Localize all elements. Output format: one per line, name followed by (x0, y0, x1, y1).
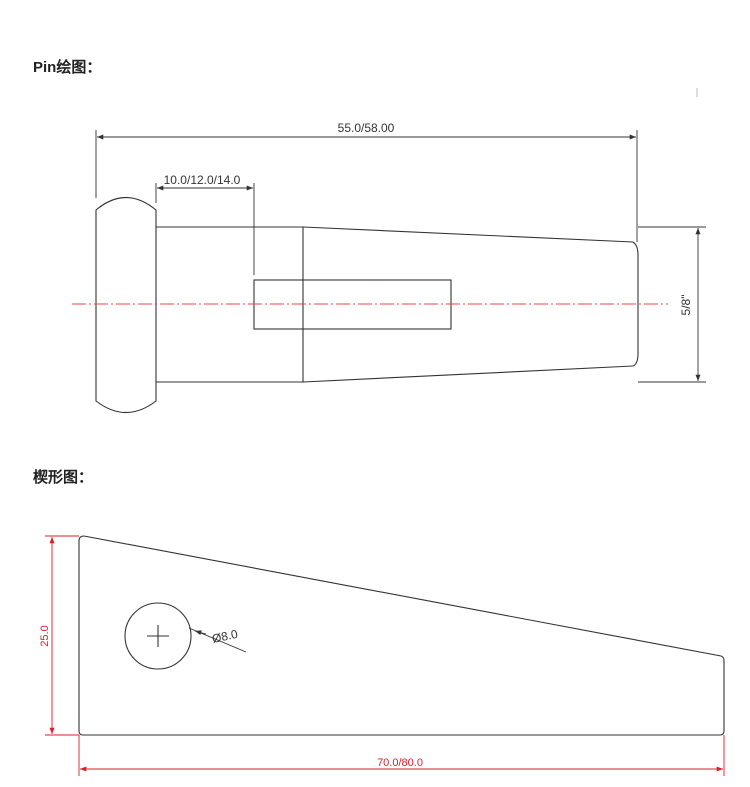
wedge-outline (78, 535, 725, 736)
pin-drawing-heading: Pin绘图： (33, 59, 102, 76)
wedge-drawing (78, 535, 725, 736)
wedge-height-label: 25.0 (39, 625, 51, 646)
pin-drawing (95, 130, 706, 413)
pin-taper-top (302, 226, 634, 243)
pin-tip (632, 241, 639, 367)
wedge-length-label: 70.0/80.0 (377, 757, 423, 769)
pin-head (95, 197, 157, 413)
slot-offset-label: 10.0/12.0/14.0 (164, 173, 241, 187)
hole-diameter-label: Ø8.0 (211, 627, 240, 646)
diameter-label: 5/8" (679, 295, 693, 316)
pin-taper-bottom (302, 365, 634, 383)
wedge-hole (124, 602, 192, 670)
wedge-drawing-heading: 楔形图： (33, 469, 94, 486)
overall-length-label: 55.0/58.00 (338, 121, 395, 135)
